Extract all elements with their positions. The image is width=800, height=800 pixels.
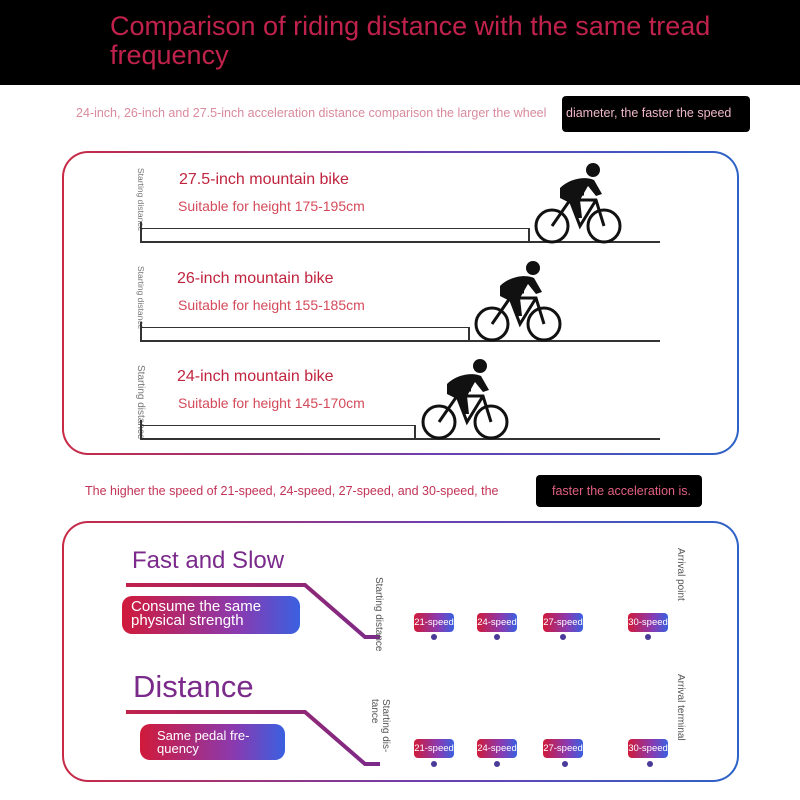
speed-marker-dot: [560, 634, 566, 640]
track-distance-line: [140, 327, 470, 328]
wheel-note-highlight: [562, 96, 750, 132]
same-pedal-frequency-pill: Same pedal fre- quency: [140, 724, 285, 760]
track-start-marker: [140, 420, 142, 440]
distance-title: Distance: [133, 669, 254, 704]
speed-chip-27: 27-speed: [543, 613, 583, 632]
wheel-note-highlighted-text: diameter, the faster the speed: [566, 106, 732, 120]
speed-chip-27: 27-speed: [543, 739, 583, 758]
track-start-marker: [140, 322, 142, 342]
bike-height-27-5: Suitable for height 175-195cm: [178, 198, 365, 214]
track-end-marker: [528, 228, 530, 242]
track-ground-line: [140, 340, 660, 342]
bike-title-27-5: 27.5-inch mountain bike: [179, 171, 349, 188]
wheel-note: 24-inch, 26-inch and 27.5-inch accelerat…: [76, 106, 547, 120]
fast-slow-title: Fast and Slow: [132, 547, 285, 574]
cyclist-icon: [474, 261, 562, 342]
speed-marker-dot: [562, 761, 568, 767]
track-start-marker: [140, 222, 142, 243]
cyclist-icon: [534, 163, 622, 244]
bike-title-24: 24-inch mountain bike: [177, 368, 334, 385]
speed-chip-21: 21-speed: [414, 739, 454, 758]
bike-title-26: 26-inch mountain bike: [177, 270, 334, 287]
cyclist-icon: [421, 359, 509, 440]
speed-marker-dot: [431, 761, 437, 767]
track-end-marker: [468, 327, 470, 341]
wheel-size-panel: [62, 151, 739, 455]
track-ground-line: [140, 438, 660, 440]
same-strength-pill: Consume the same physical strength: [122, 596, 300, 634]
speed-chip-30: 30-speed: [628, 739, 668, 758]
track-ground-line: [140, 241, 660, 243]
arrival-point-label: Arrival point: [675, 548, 686, 601]
speed-marker-dot: [647, 761, 653, 767]
speed-chip-24: 24-speed: [477, 613, 517, 632]
speed-marker-dot: [494, 761, 500, 767]
speed-note: The higher the speed of 21-speed, 24-spe…: [85, 484, 499, 498]
header-banner: Comparison of riding distance with the s…: [0, 0, 800, 85]
speed-chip-30: 30-speed: [628, 613, 668, 632]
starting-distance-label: Starting distance: [373, 577, 384, 652]
speed-note-highlighted-text: faster the acceleration is.: [552, 484, 691, 498]
speed-chip-24: 24-speed: [477, 739, 517, 758]
arrival-terminal-label: Arrival terminal: [675, 674, 686, 741]
speed-note-highlight: [536, 475, 702, 507]
bike-height-24: Suitable for height 145-170cm: [178, 395, 365, 411]
speed-marker-dot: [494, 634, 500, 640]
bike-height-26: Suitable for height 155-185cm: [178, 297, 365, 313]
track-end-marker: [414, 425, 416, 439]
track-distance-line: [140, 425, 416, 426]
track-distance-line: [140, 228, 530, 229]
speed-marker-dot: [431, 634, 437, 640]
starting-distance-label: Starting dis- tance: [369, 699, 391, 753]
speed-chip-21: 21-speed: [414, 613, 454, 632]
speed-marker-dot: [645, 634, 651, 640]
page-title: Comparison of riding distance with the s…: [110, 11, 711, 70]
